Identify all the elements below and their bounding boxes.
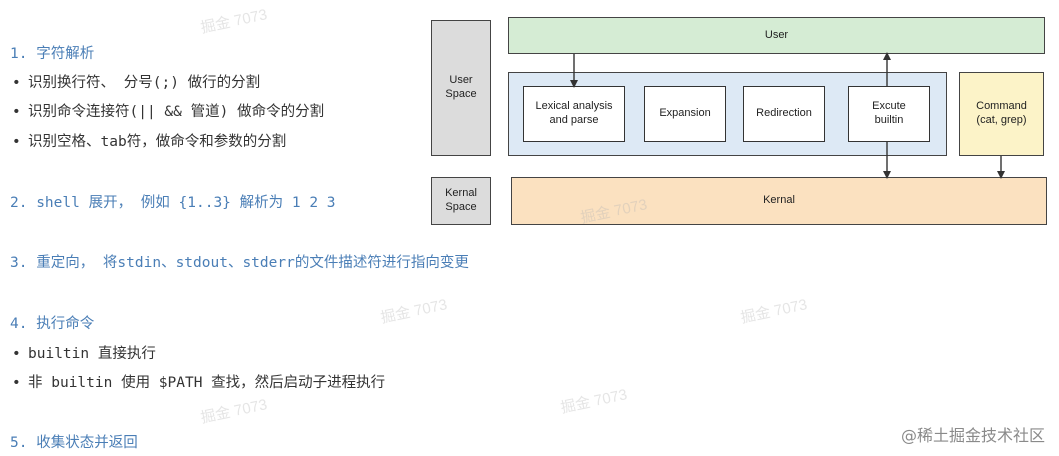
step-2-heading: 2. shell 展开， 例如 {1..3} 解析为 1 2 3 (10, 195, 336, 211)
redirection-box: Redirection (743, 86, 825, 142)
watermark-4: 掘金 7073 (739, 296, 809, 327)
step-4-item-1: •builtin 直接执行 (12, 346, 156, 362)
expansion-box: Expansion (644, 86, 726, 142)
watermark-2: 掘金 7073 (579, 196, 649, 227)
step-4-item-2: •非 builtin 使用 $PATH 查找，然后启动子进程执行 (12, 375, 386, 391)
watermark-6: 掘金 7073 (559, 386, 629, 417)
command-box: Command (cat, grep) (959, 72, 1044, 156)
steps-text: 1. 字符解析 •识别换行符、 分号(;) 做行的分割 •识别命令连接符(|| … (0, 0, 520, 456)
step-1-item-2: •识别命令连接符(|| && 管道) 做命令的分割 (12, 104, 325, 120)
step-4-heading: 4. 执行命令 (10, 316, 95, 332)
bullet: • (12, 75, 21, 91)
step-1-item-3: •识别空格、tab符，做命令和参数的分割 (12, 134, 287, 150)
kernel-box: Kernal (511, 177, 1047, 225)
step-1-item-1: •识别换行符、 分号(;) 做行的分割 (12, 75, 261, 91)
lexical-analysis-box: Lexical analysis and parse (523, 86, 625, 142)
step-1-heading: 1. 字符解析 (10, 46, 95, 62)
execute-builtin-box: Excute builtin (848, 86, 930, 142)
bullet: • (12, 375, 21, 391)
bullet: • (12, 346, 21, 362)
bullet: • (12, 104, 21, 120)
bullet: • (12, 134, 21, 150)
user-box: User (508, 17, 1045, 54)
step-3-heading: 3. 重定向， 将stdin、stdout、stderr的文件描述符进行指向变更 (10, 255, 469, 271)
step-5-heading: 5. 收集状态并返回 (10, 435, 138, 451)
juejin-credit: @稀土掘金技术社区 (900, 426, 1045, 445)
shell-group-box (508, 72, 947, 156)
